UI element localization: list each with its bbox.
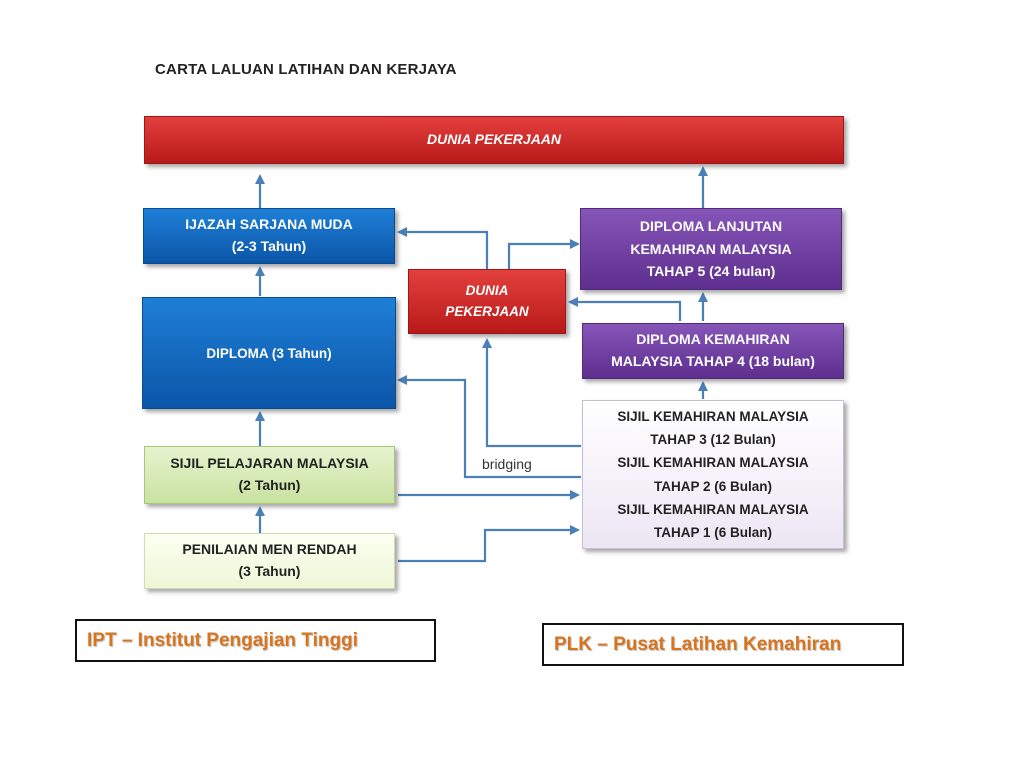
arrow-dunia-to-dlkm (507, 239, 580, 269)
dunia-pekerjaan-mid-box: DUNIA PEKERJAAN (408, 269, 566, 334)
dunia-mid-line1: DUNIA (465, 282, 509, 298)
ijazah-title: IJAZAH SARJANA MUDA (185, 216, 353, 233)
dunia-mid-line2: PEKERJAAN (445, 303, 529, 319)
legend-plk: PLK – Pusat Latihan Kemahiran (542, 623, 904, 666)
top-world-label: DUNIA PEKERJAAN (426, 131, 562, 148)
sijil-kemahiran-box: SIJIL KEMAHIRAN MALAYSIA TAHAP 3 (12 Bul… (582, 400, 844, 549)
pmr-duration: (3 Tahun) (238, 563, 301, 579)
skm-line6: TAHAP 1 (6 Bulan) (653, 524, 772, 540)
skm-line5: SIJIL KEMAHIRAN MALAYSIA (617, 501, 809, 517)
diploma-box: DIPLOMA (3 Tahun) (142, 297, 396, 409)
arrow-dunia-to-ijazah (397, 227, 489, 269)
arrow-bridging (397, 375, 581, 479)
spm-box: SIJIL PELAJARAN MALAYSIA (2 Tahun) (144, 446, 395, 504)
pmr-title: PENILAIAN MEN RENDAH (182, 541, 357, 558)
arrow-pmr-to-skm (398, 525, 580, 563)
ijazah-duration: (2-3 Tahun) (231, 238, 307, 254)
top-world-banner: DUNIA PEKERJAAN (144, 116, 844, 164)
legend-ipt: IPT – Institut Pengajian Tinggi (75, 619, 436, 662)
legend-plk-text: PLK – Pusat Latihan Kemahiran (554, 633, 842, 655)
skm-line2: TAHAP 3 (12 Bulan) (650, 432, 776, 448)
ijazah-box: IJAZAH SARJANA MUDA (2-3 Tahun) (143, 208, 395, 264)
diploma-label: DIPLOMA (3 Tahun) (206, 346, 332, 361)
skm-line3: SIJIL KEMAHIRAN MALAYSIA (617, 455, 809, 471)
skm-line4: TAHAP 2 (6 Bulan) (653, 478, 772, 494)
dlkm-line1: DIPLOMA LANJUTAN (639, 218, 783, 235)
diploma-kemahiran-box: DIPLOMA KEMAHIRAN MALAYSIA TAHAP 4 (18 b… (582, 323, 844, 379)
dkm-line1: DIPLOMA KEMAHIRAN (636, 331, 790, 348)
chart-title: CARTA LALUAN LATIHAN DAN KERJAYA (155, 61, 457, 78)
spm-duration: (2 Tahun) (238, 477, 301, 493)
bridging-label: bridging (482, 456, 532, 472)
skm-line1: SIJIL KEMAHIRAN MALAYSIA (617, 408, 809, 424)
dkm-line2: MALAYSIA TAHAP 4 (18 bulan) (611, 353, 815, 369)
diploma-lanjutan-box: DIPLOMA LANJUTAN KEMAHIRAN MALAYSIA TAHA… (580, 208, 842, 290)
arrow-dkm-to-dunia (568, 297, 682, 321)
legend-ipt-text: IPT – Institut Pengajian Tinggi (87, 629, 358, 651)
pmr-box: PENILAIAN MEN RENDAH (3 Tahun) (144, 533, 395, 589)
dlkm-line2: KEMAHIRAN MALAYSIA (630, 240, 792, 257)
arrow-skm-to-dunia (482, 338, 581, 448)
spm-title: SIJIL PELAJARAN MALAYSIA (170, 455, 369, 472)
dlkm-line3: TAHAP 5 (24 bulan) (646, 263, 776, 280)
